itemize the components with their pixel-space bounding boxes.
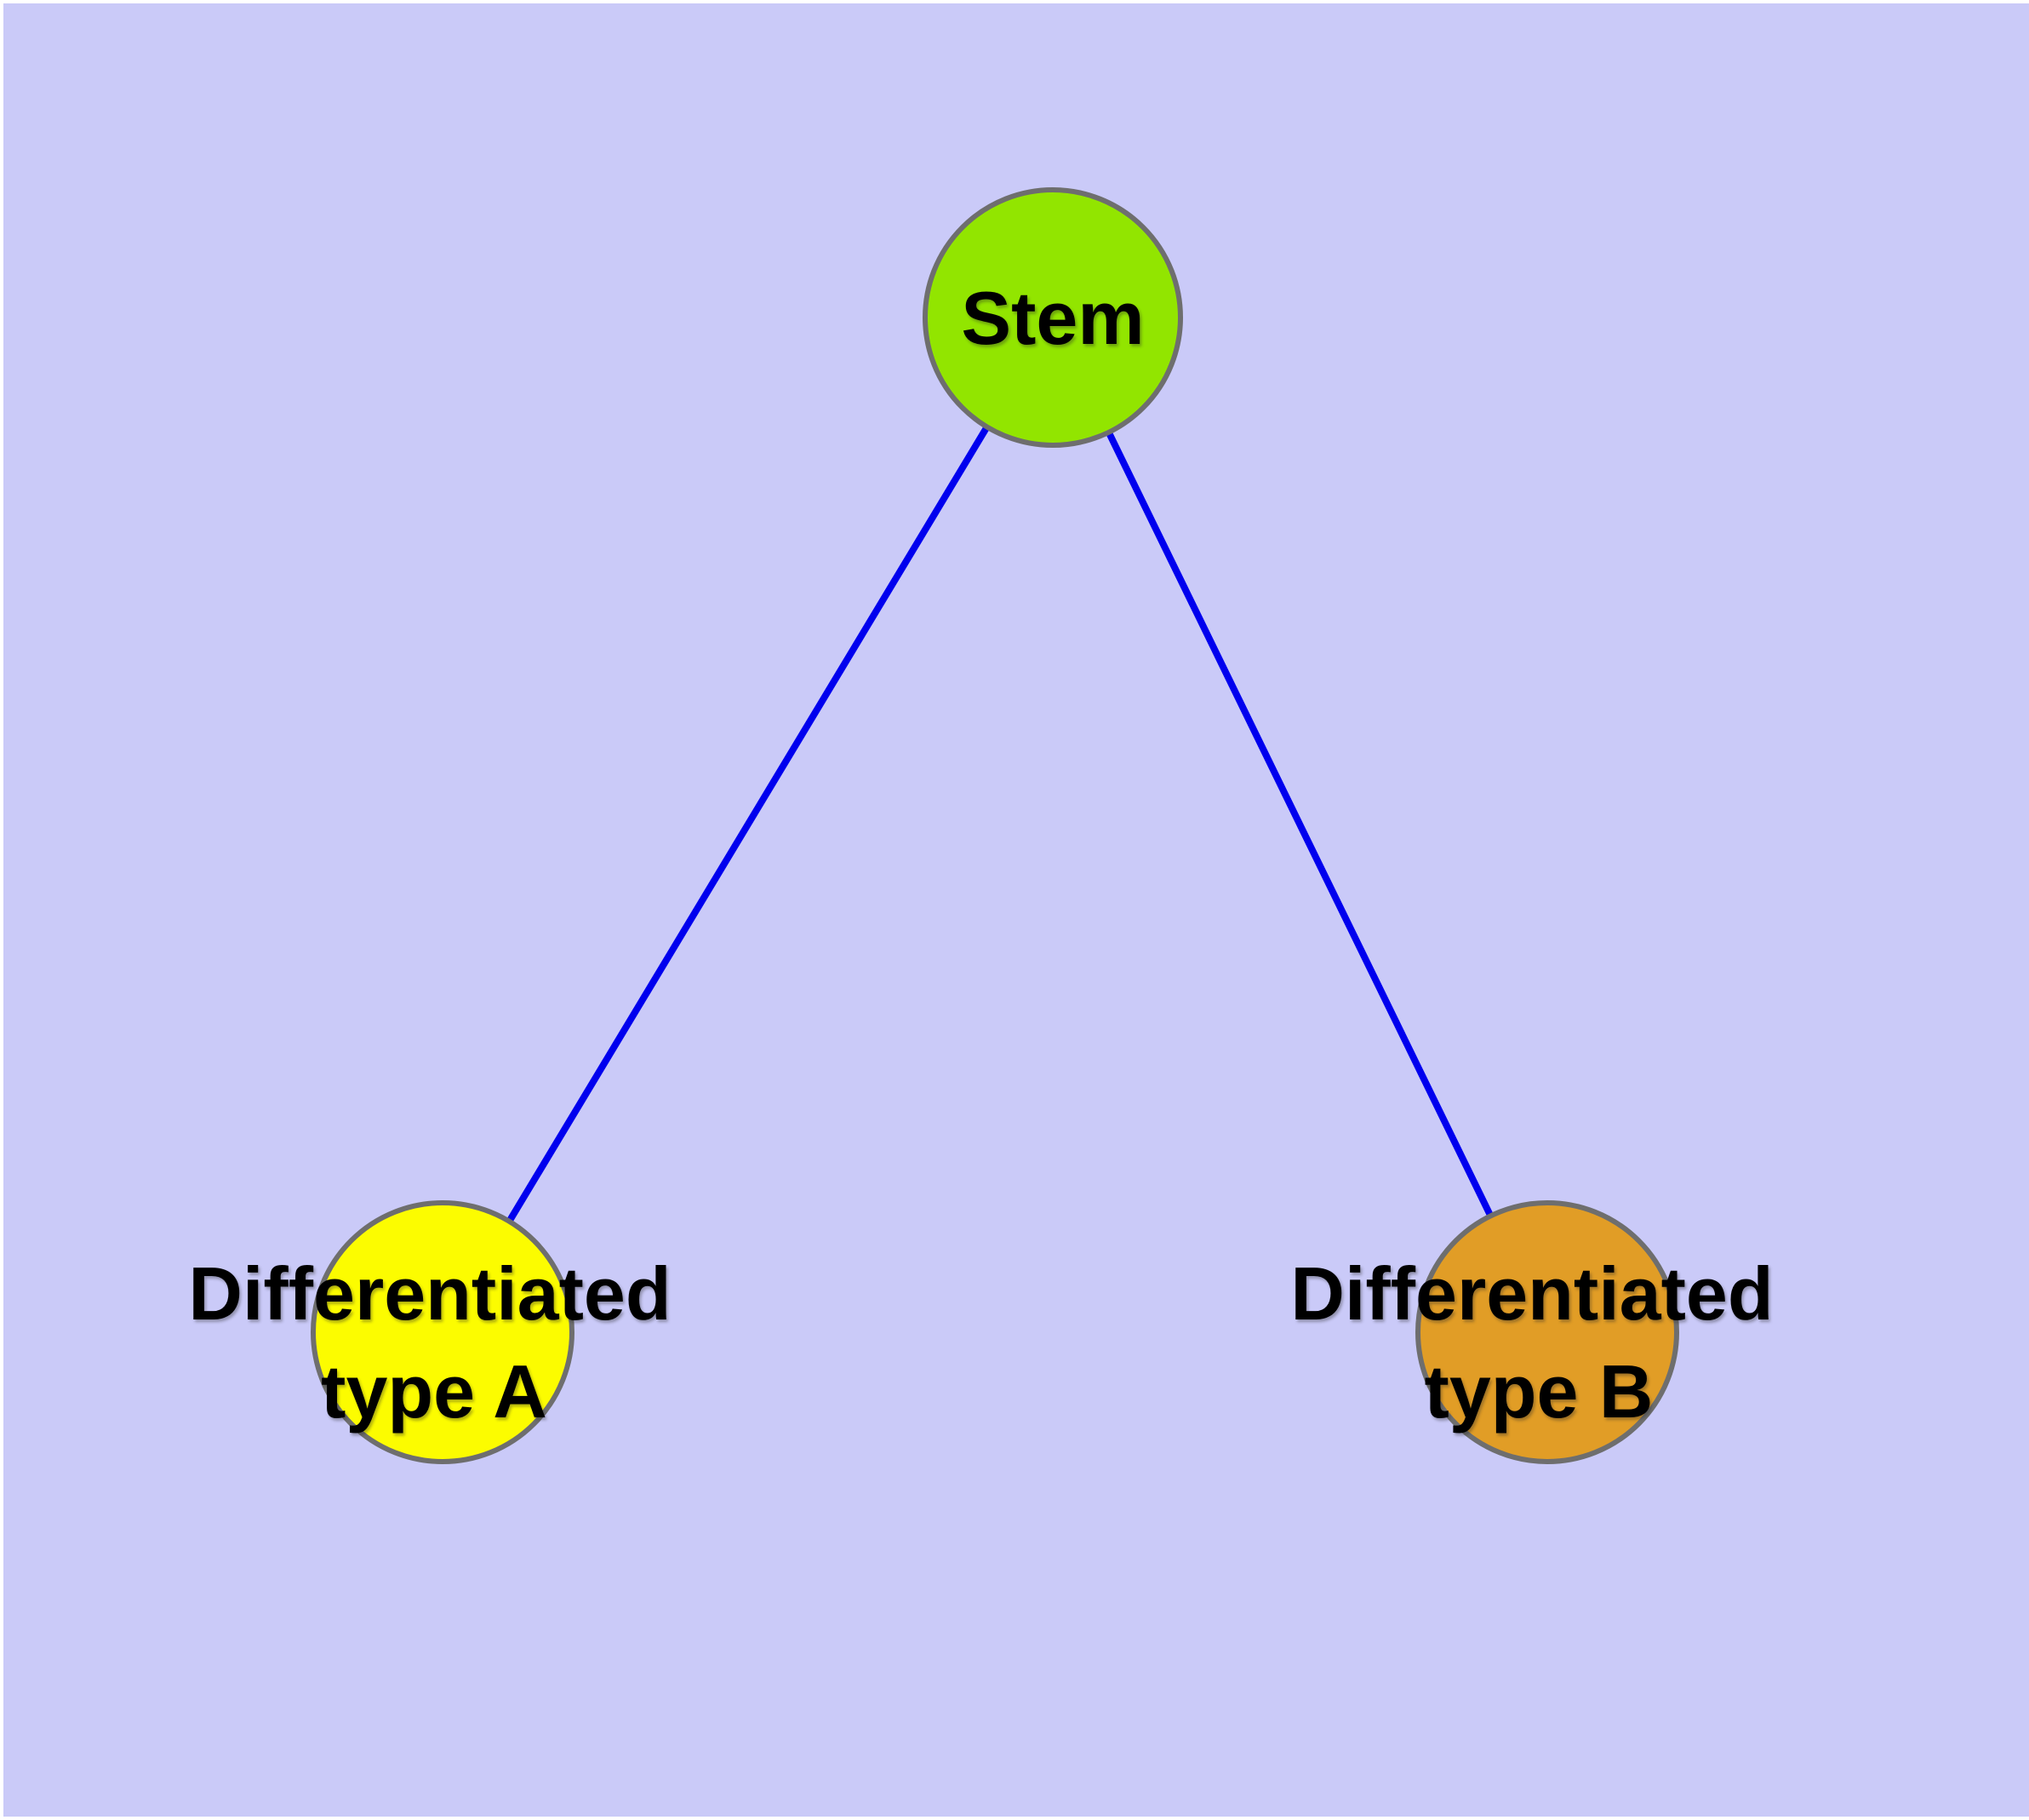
stem-node-label: Stem [961, 276, 1144, 360]
type-a-node-label-line-1: Differentiated [188, 1251, 671, 1336]
type-b-node-label-line-2: type B [1425, 1349, 1654, 1434]
differentiated-type-a-node [311, 1200, 574, 1464]
type-a-node-label-line-2: type A [321, 1349, 547, 1434]
type-b-node-label-line-1: Differentiated [1290, 1251, 1773, 1336]
differentiated-type-b-node [1415, 1200, 1679, 1464]
edge-stem-to-type-b [1049, 316, 1551, 1334]
stem-node [923, 187, 1183, 448]
edge-stem-to-type-a [439, 315, 1056, 1335]
